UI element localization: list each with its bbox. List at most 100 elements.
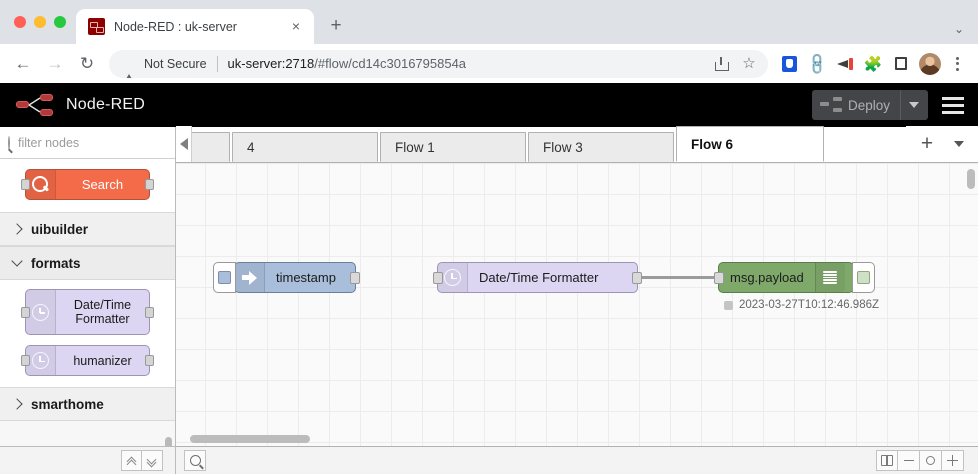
node-red-logo-icon (16, 93, 56, 117)
node-output-port[interactable] (145, 179, 154, 190)
canvas-footer (176, 446, 978, 474)
node-red-body: Search uibuilder formats (0, 126, 978, 474)
chevron-right-icon (11, 223, 23, 235)
palette-search[interactable] (0, 127, 175, 159)
flow-tab-label: Flow 6 (691, 136, 734, 152)
palette-category-uibuilder[interactable]: uibuilder (0, 212, 175, 246)
flow-tab-2[interactable]: 2 (192, 132, 230, 162)
browser-tab[interactable]: Node-RED : uk-server × (76, 9, 314, 44)
node-output-port[interactable] (145, 355, 154, 366)
omnibox-divider (216, 55, 218, 72)
browser-tabstrip: Node-RED : uk-server × + ⌄ (0, 0, 978, 44)
inject-trigger-button[interactable] (213, 262, 236, 293)
node-red-header: Node-RED Deploy (0, 83, 978, 127)
palette-category-label: formats (31, 255, 81, 271)
debug-toggle-button[interactable] (852, 262, 875, 293)
megaphone-extension-icon[interactable] (832, 51, 858, 77)
kebab-menu-icon[interactable] (946, 51, 968, 77)
flow-workspace: 2 4 Flow 1 Flow 3 Flow 6 + (176, 126, 978, 474)
hamburger-menu-icon[interactable] (940, 91, 968, 119)
flow-list-menu-button[interactable] (944, 127, 974, 161)
collapse-all-button[interactable] (121, 450, 142, 471)
flow-tab-flow-1[interactable]: Flow 1 (380, 132, 526, 162)
address-bar[interactable]: Not Secure uk-server:2718/#flow/cd14c301… (109, 49, 768, 78)
logo-wires-icon (28, 97, 41, 113)
flow-node-inject[interactable]: timestamp (213, 262, 360, 293)
node-output-port[interactable] (350, 272, 360, 284)
chevron-down-icon (11, 255, 23, 267)
wire-formatter-to-debug[interactable] (636, 276, 724, 279)
forward-button[interactable]: → (46, 53, 64, 73)
node-output-port[interactable] (632, 272, 642, 284)
palette-category-smarthome[interactable]: smarthome (0, 387, 175, 421)
url-text: uk-server:2718/#flow/cd14c3016795854a (228, 56, 700, 71)
share-icon[interactable] (708, 51, 734, 77)
canvas-search-button[interactable] (184, 450, 206, 471)
flow-tab-flow-6[interactable]: Flow 6 (676, 126, 824, 162)
side-panel-icon[interactable] (888, 51, 914, 77)
header-actions: Deploy (811, 90, 968, 120)
node-output-port[interactable] (145, 307, 154, 318)
flow-tab-4[interactable]: 4 (232, 132, 378, 162)
filter-nodes-input[interactable] (16, 134, 167, 151)
palette-category-label: smarthome (31, 396, 104, 412)
avatar[interactable] (919, 52, 941, 75)
flow-node-label: timestamp (276, 270, 336, 285)
link-extension-icon[interactable]: 🔗 (804, 51, 830, 77)
deploy-button-label: Deploy (847, 97, 890, 113)
close-icon[interactable]: × (291, 17, 301, 34)
flow-node-debug-status: 2023-03-27T10:12:46.986Z (724, 299, 879, 311)
shield-extension-icon[interactable] (776, 51, 802, 77)
zoom-in-button[interactable] (942, 450, 964, 471)
node-input-port[interactable] (21, 179, 30, 190)
palette-category-label: uibuilder (31, 221, 88, 237)
palette-node-search[interactable]: Search (21, 169, 154, 200)
flow-tab-actions: + (906, 126, 978, 162)
node-input-port[interactable] (433, 272, 443, 284)
arrow-right-icon (235, 263, 265, 292)
clock-icon (26, 290, 56, 334)
window-controls (12, 0, 76, 44)
close-window-button[interactable] (14, 16, 26, 28)
navigator-toggle-button[interactable] (876, 450, 898, 471)
reload-button[interactable]: ↻ (79, 53, 95, 73)
new-tab-button[interactable]: + (330, 15, 342, 36)
clock-icon (26, 346, 56, 375)
zoom-reset-button[interactable] (920, 450, 942, 471)
minimize-window-button[interactable] (34, 16, 46, 28)
node-input-port[interactable] (21, 355, 30, 366)
palette-node-datetime-formatter[interactable]: Date/Time Formatter (21, 289, 154, 335)
star-icon[interactable]: ☆ (742, 55, 756, 72)
tabstrip-menu-button[interactable]: ⌄ (953, 22, 964, 36)
flow-tabs: 2 4 Flow 1 Flow 3 Flow 6 (192, 126, 907, 162)
debug-lines-icon (814, 263, 845, 292)
flow-node-label: Date/Time Formatter (479, 270, 599, 285)
node-input-port[interactable] (21, 307, 30, 318)
deploy-options-button[interactable] (900, 90, 926, 120)
palette-scroll-region: Search uibuilder formats (0, 159, 175, 446)
node-palette: Search uibuilder formats (0, 127, 176, 474)
back-button[interactable]: ← (14, 53, 32, 73)
flow-node-datetime-formatter[interactable]: Date/Time Formatter (433, 262, 642, 293)
node-red-favicon (88, 18, 105, 35)
node-input-port[interactable] (714, 272, 724, 284)
flow-tab-flow-3[interactable]: Flow 3 (528, 132, 674, 162)
expand-all-button[interactable] (142, 450, 163, 471)
palette-category-formats[interactable]: formats (0, 246, 175, 280)
canvas-horizontal-scrollbar[interactable] (190, 435, 310, 443)
canvas-vertical-scrollbar[interactable] (967, 169, 975, 189)
maximize-window-button[interactable] (54, 16, 66, 28)
zoom-out-button[interactable] (898, 450, 920, 471)
add-flow-button[interactable]: + (920, 132, 934, 155)
tabs-scroll-left-button[interactable] (176, 126, 192, 162)
node-red-logo[interactable]: Node-RED (16, 93, 145, 117)
palette-node-humanizer[interactable]: humanizer (21, 345, 154, 376)
flow-canvas[interactable]: timestamp Date/Time Formatter msg.payloa… (176, 163, 978, 446)
flow-node-debug[interactable]: msg.payload (714, 262, 875, 293)
puzzle-extensions-icon[interactable]: 🧩 (863, 55, 883, 73)
palette-scrollbar[interactable] (165, 437, 172, 446)
deploy-button[interactable]: Deploy (811, 90, 928, 120)
search-icon (8, 135, 10, 150)
palette-top-group: Search (0, 159, 175, 212)
